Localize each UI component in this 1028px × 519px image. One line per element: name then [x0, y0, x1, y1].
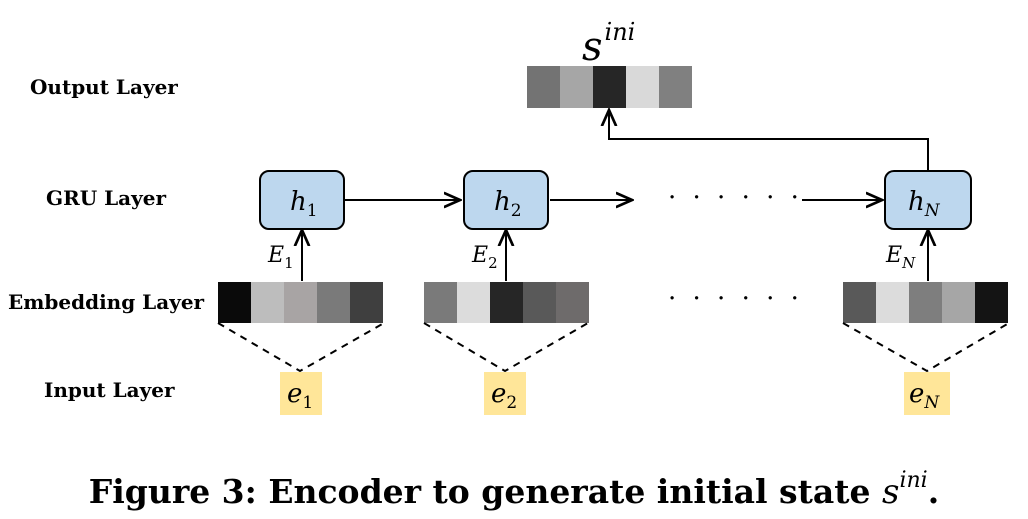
output-state-sup: ini: [605, 18, 636, 46]
edge-label-EN: EN: [885, 243, 916, 272]
embedding-vector-3-cell-3: [909, 282, 942, 323]
embedding-vector-3-cell-5: [975, 282, 1008, 323]
svg-text:hN: hN: [908, 187, 941, 221]
embedding-vector-1-cell-1: [218, 282, 251, 323]
ellipsis-gru: · · · · · ·: [668, 183, 803, 213]
gru-node-hN: hN: [884, 170, 972, 230]
embedding-vector-3-cell-1: [843, 282, 876, 323]
output-state-label: sini: [582, 18, 635, 70]
embedding-vector-2-cell-2: [457, 282, 490, 323]
embedding-vector-2-cell-3: [490, 282, 523, 323]
embedding-vector-3-cell-2: [876, 282, 909, 323]
embedding-vectors: [218, 282, 1008, 323]
embedding-layer-label: Embedding Layer: [8, 290, 205, 314]
embedding-vector-3: [843, 282, 1008, 323]
gru-node-h2: h2: [463, 170, 549, 230]
svg-text:e2: e2: [491, 379, 517, 413]
embedding-vector-1-cell-5: [350, 282, 383, 323]
gru-layer-label: GRU Layer: [46, 186, 166, 210]
edge-label-E1: E1: [267, 243, 294, 272]
output-vector-cell-4: [626, 66, 659, 108]
output-vector-cell-2: [560, 66, 593, 108]
figure-caption: Figure 3: Encoder to generate initial st…: [89, 468, 939, 512]
caption-math-sup: ini: [899, 468, 927, 493]
arrow-hN-output: [609, 110, 929, 170]
gru-node-h1: h1: [259, 170, 345, 230]
input-e2: e2: [484, 372, 526, 415]
svg-text:eN: eN: [909, 379, 940, 413]
dashed-connectors: [217, 322, 1010, 373]
embedding-vector-1-cell-3: [284, 282, 317, 323]
embedding-vector-3-cell-4: [942, 282, 975, 323]
output-layer-label: Output Layer: [30, 75, 178, 99]
output-state-base: s: [582, 24, 603, 70]
embedding-vector-1-cell-2: [251, 282, 284, 323]
svg-text:h1: h1: [290, 187, 318, 221]
caption-text: Figure 3: Encoder to generate initial st…: [89, 472, 882, 511]
input-layer-label: Input Layer: [44, 378, 175, 402]
output-vector-cell-5: [659, 66, 692, 108]
svg-text:e1: e1: [287, 379, 313, 413]
embedding-vector-1-cell-4: [317, 282, 350, 323]
embedding-vector-2: [424, 282, 589, 323]
embedding-vector-2-cell-5: [556, 282, 589, 323]
embedding-vector-1: [218, 282, 383, 323]
embedding-vector-2-cell-4: [523, 282, 556, 323]
caption-end: .: [928, 472, 940, 511]
input-eN: eN: [904, 372, 950, 415]
embedding-vector-2-cell-1: [424, 282, 457, 323]
output-vector: [527, 66, 692, 108]
output-vector-cell-1: [527, 66, 560, 108]
ellipsis-embedding: · · · · · ·: [668, 284, 803, 314]
output-vector-cell-3: [593, 66, 626, 108]
svg-text:h2: h2: [494, 187, 522, 221]
edge-label-E2: E2: [471, 243, 498, 272]
caption-math-base: s: [882, 472, 899, 512]
input-e1: e1: [280, 372, 322, 415]
